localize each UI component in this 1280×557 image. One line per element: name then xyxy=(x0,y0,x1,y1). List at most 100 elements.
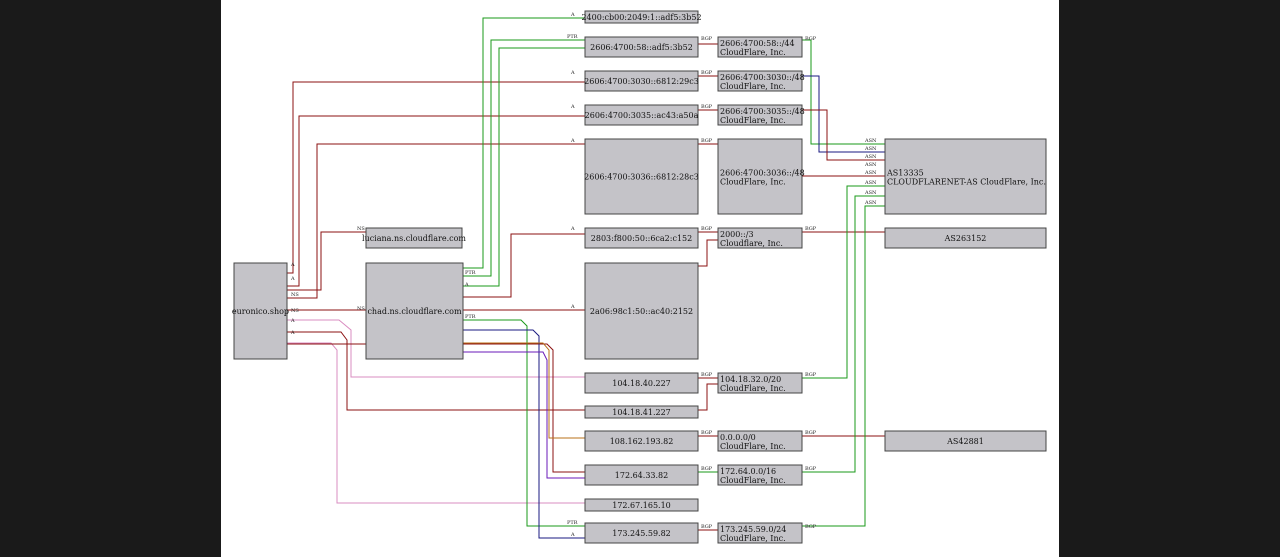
node-box xyxy=(717,104,803,126)
node-label-line2: CLOUDFLARENET-AS CloudFlare, Inc. xyxy=(887,178,1046,187)
node-ns-luciana[interactable]: luciana.ns.cloudflare.com xyxy=(362,227,466,249)
dns-graph: AANSNSAANSNSPTRAPTRAPTRAAAAAPTRABGPBGPBG… xyxy=(232,10,1047,544)
node-ip4-172-64[interactable]: 172.64.33.82 xyxy=(584,464,699,486)
node-label: 104.18.40.227 xyxy=(612,379,671,388)
node-box xyxy=(717,430,803,452)
edge-label-asn: ASN xyxy=(864,180,877,186)
node-label-line1: 2000::/3 xyxy=(720,230,754,239)
node-ip4-108[interactable]: 108.162.193.82 xyxy=(584,430,699,452)
edge-label-bgp: BGP xyxy=(701,466,713,472)
node-ip4-172-67[interactable]: 172.67.165.10 xyxy=(584,498,699,512)
node-label-line2: CloudFlare, Inc. xyxy=(720,384,786,393)
node-box xyxy=(584,10,699,24)
edge-domain-3035 xyxy=(287,115,585,287)
edge-domain-172-64 xyxy=(287,343,585,473)
node-ip6-3030[interactable]: 2606:4700:3030::6812:29c3 xyxy=(584,70,699,92)
node-label: 2606:4700:3030::6812:29c3 xyxy=(584,77,699,86)
node-label: 172.67.165.10 xyxy=(612,501,671,510)
node-label: 2a06:98c1:50::ac40:2152 xyxy=(590,307,693,316)
edge-chad-58 xyxy=(463,39,585,277)
node-domain[interactable]: euronico.shop xyxy=(232,262,289,360)
edge-domain-104-40 xyxy=(287,319,585,378)
node-label-line2: CloudFlare, Inc. xyxy=(720,178,786,187)
edge-chad-173-ptr xyxy=(463,319,585,527)
node-box xyxy=(717,36,803,58)
node-label-line1: 2606:4700:3030::/48 xyxy=(720,73,805,82)
edge-label-a: A xyxy=(570,532,575,538)
node-label: 173.245.59.82 xyxy=(612,529,671,538)
edges-layer: AANSNSAANSNSPTRAPTRAPTRAAAAAPTRABGPBGPBG… xyxy=(287,12,885,539)
node-label-line2: CloudFlare, Inc. xyxy=(720,48,786,57)
node-label: euronico.shop xyxy=(232,307,289,316)
edge-label-bgp: BGP xyxy=(805,36,817,42)
node-box xyxy=(584,104,699,126)
node-ip6-3035[interactable]: 2606:4700:3035::ac43:a50a xyxy=(584,104,699,126)
node-box xyxy=(365,227,463,249)
node-box xyxy=(584,138,699,215)
node-box xyxy=(717,522,803,544)
node-ip4-104-40[interactable]: 104.18.40.227 xyxy=(584,372,699,394)
edge-label-a: A xyxy=(570,70,575,76)
node-label: 2803:f800:50::6ca2:c152 xyxy=(591,234,692,243)
node-box xyxy=(584,262,699,360)
node-box xyxy=(717,227,803,249)
edge-label-asn: ASN xyxy=(864,170,877,176)
edge-label-ptr: PTR xyxy=(465,270,476,276)
node-box xyxy=(884,430,1047,452)
edge-domain-104-41 xyxy=(287,331,585,411)
edge-label-a: A xyxy=(570,138,575,144)
node-label: 2400:cb00:2049:1::adf5:3b52 xyxy=(581,13,701,22)
edge-label-ptr: PTR xyxy=(567,520,578,526)
edge-label-bgp: BGP xyxy=(805,430,817,436)
edge-label-a: A xyxy=(570,12,575,18)
edge-label-ptr: PTR xyxy=(465,314,476,320)
edge-label-bgp: BGP xyxy=(701,104,713,110)
edge-label-a: A xyxy=(290,262,295,268)
node-box xyxy=(233,262,288,360)
node-ip6-2a06[interactable]: 2a06:98c1:50::ac40:2152 xyxy=(584,262,699,360)
node-label-line1: 0.0.0.0/0 xyxy=(720,433,756,442)
edge-chad-108 xyxy=(463,342,585,439)
node-box xyxy=(884,138,1047,215)
edge-label-a: A xyxy=(290,330,295,336)
edge-domain-3030 xyxy=(287,81,585,274)
node-ip6-3036[interactable]: 2606:4700:3036::6812:28c3 xyxy=(584,138,699,215)
node-box xyxy=(717,70,803,92)
node-label-line1: 104.18.32.0/20 xyxy=(720,375,781,384)
node-label: 2606:4700:3035::ac43:a50a xyxy=(585,111,699,120)
node-label-line1: 172.64.0.0/16 xyxy=(720,467,776,476)
node-box xyxy=(584,405,699,419)
edge-label-a: A xyxy=(570,226,575,232)
edge-label-a: A xyxy=(290,276,295,282)
node-as-42881[interactable]: AS42881 xyxy=(884,430,1047,452)
node-ip6-2803[interactable]: 2803:f800:50::6ca2:c152 xyxy=(584,227,699,249)
node-ip6-2400[interactable]: 2400:cb00:2049:1::adf5:3b52 xyxy=(581,10,702,24)
node-ip6-2606-58[interactable]: 2606:4700:58::adf5:3b52 xyxy=(584,36,699,58)
edge-chad-172 xyxy=(463,351,585,479)
node-box xyxy=(584,498,699,512)
node-as-263152[interactable]: AS263152 xyxy=(884,227,1047,249)
node-box xyxy=(584,70,699,92)
edge-173-as xyxy=(802,205,885,527)
edge-label-asn: ASN xyxy=(864,138,877,144)
node-box xyxy=(717,138,803,215)
node-ip4-173[interactable]: 173.245.59.82 xyxy=(584,522,699,544)
edge-3030-as xyxy=(802,75,885,153)
node-ns-chad[interactable]: chad.ns.cloudflare.com xyxy=(365,262,464,360)
edge-chad-2400 xyxy=(463,17,585,269)
node-box xyxy=(584,522,699,544)
node-box xyxy=(584,36,699,58)
node-ip4-104-41[interactable]: 104.18.41.227 xyxy=(584,405,699,419)
edge-chad-2803 xyxy=(463,233,585,298)
edge-label-bgp: BGP xyxy=(701,36,713,42)
